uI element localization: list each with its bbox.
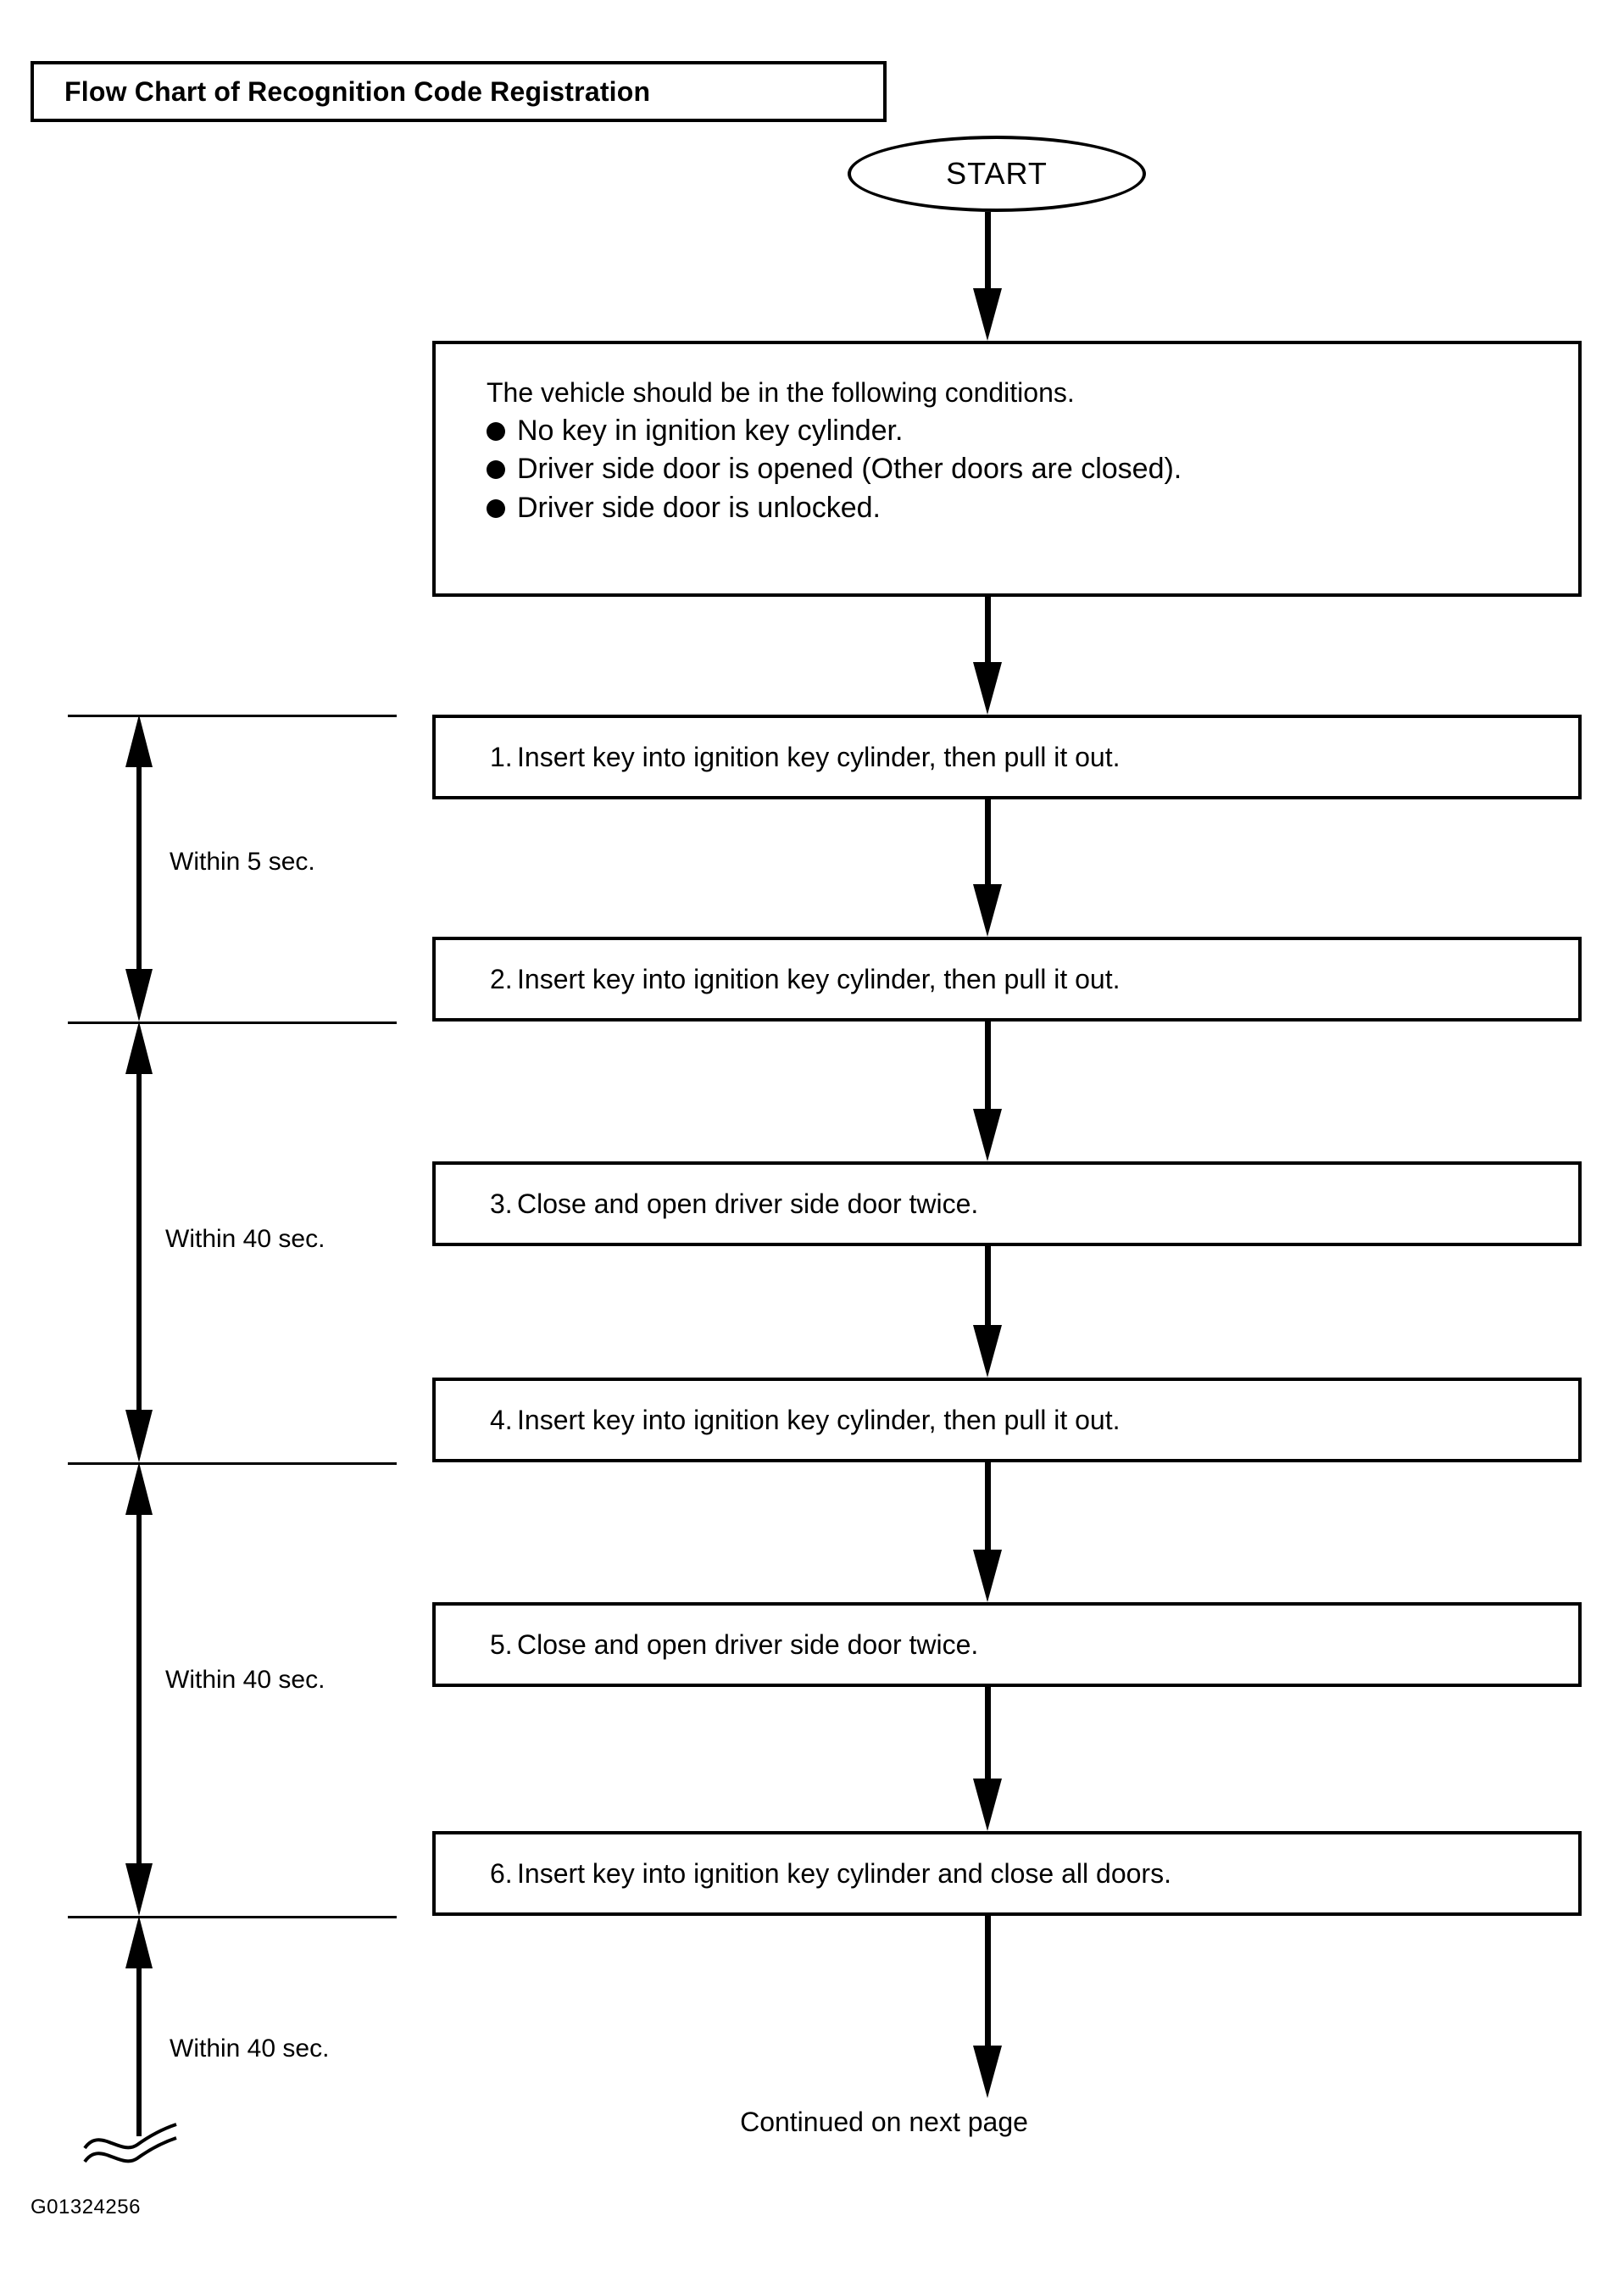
step-3-number: 3. <box>490 1188 513 1219</box>
flow-arrow-conditions-to-step-1 <box>973 597 1002 715</box>
step-box-2: 2. Insert key into ignition key cylinder… <box>432 937 1582 1022</box>
step-4-number: 4. <box>490 1404 513 1435</box>
flow-arrow-step-6-to-continued <box>973 1916 1002 2098</box>
flow-arrow-step-3-to-4 <box>973 1246 1002 1378</box>
flow-arrow-step-5-to-6 <box>973 1687 1002 1831</box>
step-2-text: Insert key into ignition key cylinder, t… <box>517 963 1121 994</box>
condition-item-2-label: Driver side door is opened (Other doors … <box>517 453 1182 486</box>
condition-item-1-label: No key in ignition key cylinder. <box>517 414 904 447</box>
step-box-1: 1. Insert key into ignition key cylinder… <box>432 715 1582 799</box>
condition-item-2: Driver side door is opened (Other doors … <box>487 450 1578 489</box>
timing-span-label-4: Within 40 sec. <box>170 2035 330 2063</box>
timing-span-arrow-4 <box>125 1916 153 2136</box>
break-symbol-icon <box>83 2123 177 2163</box>
step-5-text: Close and open driver side door twice. <box>517 1628 979 1660</box>
continued-note-label: Continued on next page <box>740 2107 1028 2137</box>
step-box-3: 3. Close and open driver side door twice… <box>432 1161 1582 1246</box>
chart-title-box: Flow Chart of Recognition Code Registrat… <box>31 61 887 122</box>
step-1-text: Insert key into ignition key cylinder, t… <box>517 741 1121 772</box>
start-label: START <box>946 156 1048 191</box>
conditions-intro: The vehicle should be in the following c… <box>487 377 1075 408</box>
bullet-dot-icon <box>487 498 505 518</box>
bullet-dot-icon <box>487 460 505 480</box>
timing-tick-line-4 <box>68 1916 397 1918</box>
step-3-text: Close and open driver side door twice. <box>517 1188 979 1219</box>
condition-item-1: No key in ignition key cylinder. <box>487 412 1578 451</box>
flow-arrow-step-2-to-3 <box>973 1022 1002 1161</box>
timing-tick-line-1 <box>68 715 397 717</box>
page-title: Flow Chart of Recognition Code Registrat… <box>64 75 651 107</box>
flow-arrow-step-4-to-5 <box>973 1462 1002 1602</box>
timing-tick-line-3 <box>68 1462 397 1465</box>
timing-span-label-2: Within 40 sec. <box>165 1225 325 1253</box>
timing-span-label-1: Within 5 sec. <box>170 848 315 876</box>
step-6-number: 6. <box>490 1857 513 1889</box>
step-box-4: 4. Insert key into ignition key cylinder… <box>432 1378 1582 1462</box>
condition-item-3: Driver side door is unlocked. <box>487 489 1578 528</box>
conditions-box: The vehicle should be in the following c… <box>432 341 1582 597</box>
step-2-number: 2. <box>490 963 513 994</box>
flow-arrow-step-1-to-2 <box>973 799 1002 937</box>
step-4-text: Insert key into ignition key cylinder, t… <box>517 1404 1121 1435</box>
step-box-6: 6. Insert key into ignition key cylinder… <box>432 1831 1582 1916</box>
bullet-dot-icon <box>487 421 505 441</box>
timing-span-arrow-3 <box>125 1462 153 1916</box>
timing-span-arrow-2 <box>125 1022 153 1462</box>
timing-tick-line-2 <box>68 1022 397 1024</box>
step-5-number: 5. <box>490 1628 513 1660</box>
start-terminator: START <box>848 136 1146 212</box>
flow-arrow-start-to-conditions <box>973 212 1002 341</box>
figure-code-label: G01324256 <box>31 2196 141 2218</box>
step-box-5: 5. Close and open driver side door twice… <box>432 1602 1582 1687</box>
step-6-text: Insert key into ignition key cylinder an… <box>517 1857 1171 1889</box>
step-1-number: 1. <box>490 741 513 772</box>
timing-span-arrow-1 <box>125 715 153 1022</box>
condition-item-3-label: Driver side door is unlocked. <box>517 491 881 524</box>
continued-note: Continued on next page <box>0 2107 1624 2138</box>
timing-span-label-3: Within 40 sec. <box>165 1666 325 1694</box>
